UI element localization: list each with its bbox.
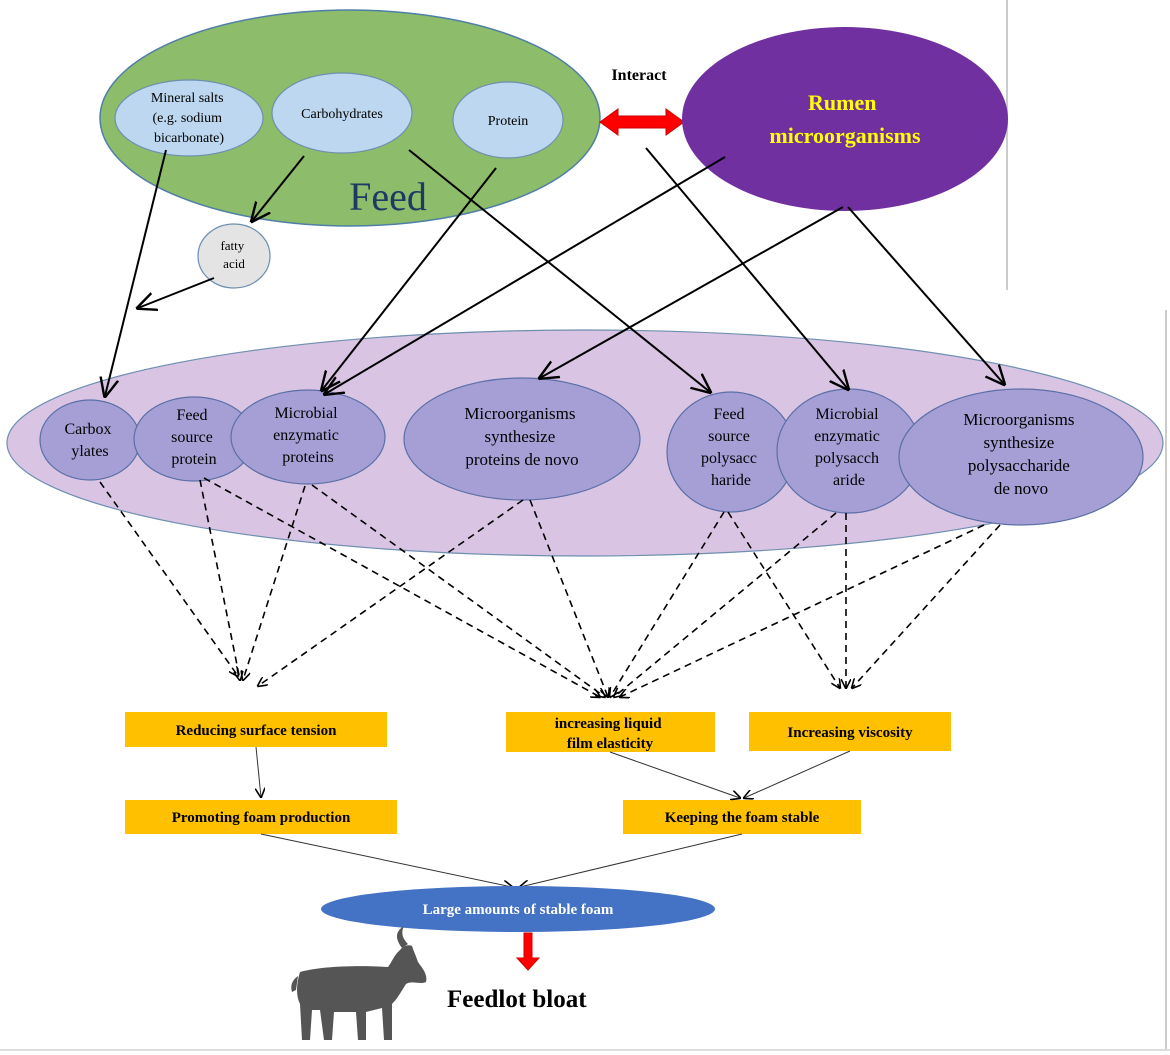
arrow-rumen-to-denovo-proteins bbox=[540, 206, 844, 378]
goat-icon bbox=[291, 926, 427, 1040]
dash-feedpoly-to-elasticity bbox=[610, 511, 725, 697]
dash-feedprotein-to-tension bbox=[199, 479, 240, 680]
carboxylates-node bbox=[39, 399, 141, 481]
viscosity-box bbox=[749, 712, 951, 751]
interact-label: Interact bbox=[611, 67, 667, 84]
arrow-rumen-to-microbial-polysaccharide bbox=[645, 147, 848, 389]
arrow-carbs-to-feed-polysaccharide bbox=[408, 149, 710, 392]
arrow-rumen-to-denovo-polysaccharide bbox=[847, 206, 1004, 384]
dash-feedpoly-to-viscosity bbox=[727, 511, 840, 688]
foam-stable-label: Keeping the foam stable bbox=[665, 810, 820, 826]
foam-production-box bbox=[125, 800, 397, 834]
rumen-microorganisms-node bbox=[682, 27, 1008, 211]
microbial-proteins-label: Microbial enzymatic proteins bbox=[273, 405, 343, 466]
feed-polysaccharide-label: Feed source polysacc haride bbox=[701, 406, 761, 489]
mineral-salts-node bbox=[114, 79, 264, 157]
feedlot-bloat-label: Feedlot bloat bbox=[447, 986, 587, 1013]
surface-tension-label: Reducing surface tension bbox=[176, 723, 337, 739]
dashed-arrows bbox=[99, 477, 1001, 697]
arrow-elasticity-to-stable bbox=[609, 751, 740, 798]
film-elasticity-box bbox=[506, 712, 715, 752]
arrow-carbs-to-fattyacid bbox=[252, 155, 305, 221]
dash-microbialpoly-to-elasticity bbox=[614, 512, 837, 697]
feed-protein-label: Feed source protein bbox=[171, 407, 217, 468]
carbohydrates-node bbox=[271, 72, 413, 154]
arrow-production-to-foam bbox=[260, 833, 512, 887]
solid-arrows bbox=[105, 147, 1004, 396]
dash-denovopoly-to-viscosity bbox=[852, 524, 1001, 688]
arrow-viscosity-to-stable bbox=[744, 750, 851, 798]
microbial-polysaccharide-label: Microbial enzymatic polysacch aride bbox=[814, 406, 884, 489]
microbial-proteins-node bbox=[230, 389, 386, 485]
film-elasticity-label: increasing liquid film elasticity bbox=[555, 716, 666, 752]
viscosity-label: Increasing viscosity bbox=[787, 725, 913, 741]
foam-production-label: Promoting foam production bbox=[172, 810, 351, 826]
arrow-tension-to-production bbox=[256, 746, 261, 797]
denovo-polysaccharide-label: Microorganisms synthesize polysaccharide… bbox=[963, 410, 1078, 498]
dash-carboxylates-to-tension bbox=[99, 481, 238, 676]
dash-microbial-proteins-to-elasticity bbox=[311, 484, 605, 697]
dash-feedprotein-to-elasticity bbox=[203, 477, 600, 697]
mineral-salts-label: Mineral salts (e.g. sodium bicarbonate) bbox=[151, 91, 227, 146]
carboxylates-label: Carbox ylates bbox=[64, 421, 115, 460]
denovo-polysaccharide-node bbox=[898, 388, 1144, 526]
arrow-fattyacid-to-carboxylates bbox=[138, 277, 215, 308]
interact-double-arrow bbox=[599, 108, 685, 136]
arrow-protein-to-microbial-proteins bbox=[322, 167, 497, 390]
dash-denovo-proteins-to-tension bbox=[258, 499, 524, 686]
denovo-proteins-label: Microorganisms synthesize proteins de no… bbox=[464, 404, 579, 469]
fatty-acid-node bbox=[197, 223, 271, 289]
stable-foam-label: Large amounts of stable foam bbox=[423, 902, 614, 918]
dash-microbial-proteins-to-tension bbox=[243, 485, 306, 680]
arrow-rumen-to-microbial-proteins bbox=[325, 156, 726, 394]
connector-arrows bbox=[256, 746, 851, 887]
feed-label: Feed bbox=[349, 174, 427, 219]
surface-tension-box bbox=[125, 712, 387, 747]
stable-foam-node bbox=[321, 886, 715, 932]
bloat-down-arrow bbox=[515, 932, 541, 971]
carbohydrates-label: Carbohydrates bbox=[301, 107, 383, 122]
arrow-mineral-to-carboxylates bbox=[105, 149, 167, 396]
fatty-acid-label: fatty acid bbox=[220, 238, 247, 271]
foam-stable-box bbox=[623, 800, 861, 834]
protein-label: Protein bbox=[488, 114, 528, 129]
arrow-stable-to-foam bbox=[520, 833, 743, 887]
protein-node bbox=[452, 81, 564, 159]
rumen-label: Rumen microorganisms bbox=[769, 90, 921, 148]
